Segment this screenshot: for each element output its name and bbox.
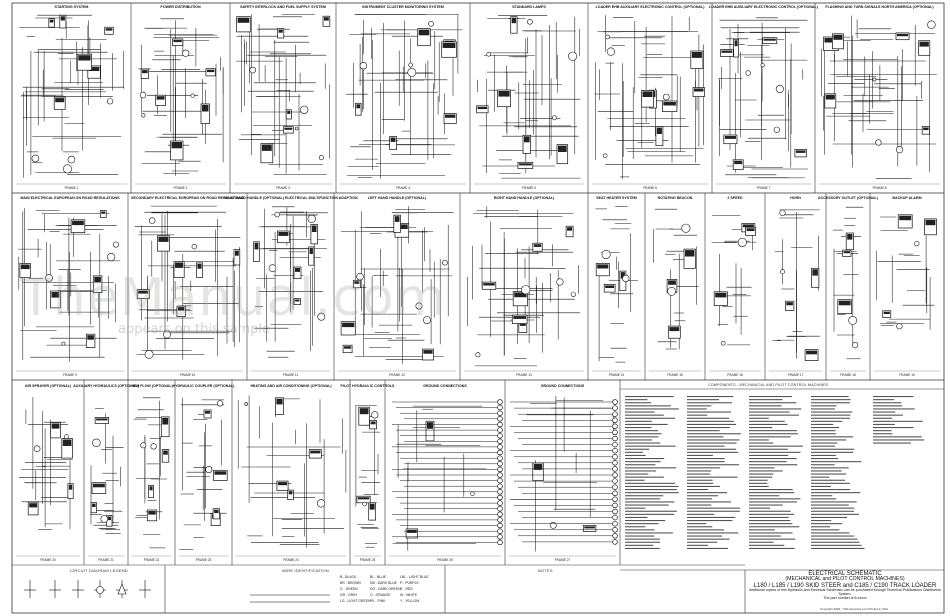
- mid-frame-title-3: RIGHT HAND HANDLE (OPTIONAL) ELECTRICAL …: [223, 196, 357, 200]
- wire-color-15: Y - YELLOW: [400, 599, 420, 603]
- wiring-drawings: [18, 14, 937, 552]
- frame-titles: STARTING SYSTEM FRAME 1 POWER DISTRIBUTION…: [16, 5, 940, 562]
- bot-frame-title-2: AUXILIARY HYDRAULICS (OPTIONAL): [73, 384, 139, 388]
- mid-frame-title-11: BACKUP ALARM: [892, 196, 921, 200]
- title-line-3: L180 / L185 / L190 SKID STEER and C185 /…: [753, 582, 937, 589]
- bot-frame-title-8: GROUND CONNECTIONS: [541, 384, 585, 388]
- bot-frame-label-3: FRAME 22: [144, 558, 160, 562]
- wire-color-9: R - RED: [400, 587, 413, 591]
- mid-frame-title-6: SEAT HEATER SYSTEM: [596, 196, 637, 200]
- wire-color-2: BL - BLUE: [370, 575, 387, 579]
- wire-id-title: WIRE IDENTIFICATION: [282, 568, 329, 573]
- circuit-legend-title: CIRCUIT DIAGRAM LEGEND: [70, 568, 128, 573]
- title-block: ELECTRICAL SCHEMATIC (MECHANICAL and PIL…: [746, 571, 944, 600]
- top-frame-title-6: LOADER EHB AUXILIARY ELECTRONIC CONTROL …: [596, 5, 706, 9]
- top-frame-title-3: SAFETY INTERLOCK AND FUEL SUPPLY SYSTEM: [240, 5, 326, 9]
- top-frame-label-5: FRAME 5: [522, 186, 536, 190]
- top-frame-label-2: FRAME 2: [174, 186, 188, 190]
- mid-frame-title-7: ROTATING BEACON: [658, 196, 693, 200]
- mid-frame-label-4: FRAME 12: [389, 373, 405, 377]
- top-frame-label-6: FRAME 6: [643, 186, 657, 190]
- components-title: COMPONENTS - MECHANICAL AND PILOT CONTRO…: [708, 383, 829, 387]
- mid-frame-title-2: SECONDARY ELECTRICAL EUROPEAN ON ROAD RE…: [131, 196, 244, 200]
- mid-frame-label-9: FRAME 17: [788, 373, 804, 377]
- bot-frame-title-1: AIR SPRAYER (OPTIONAL): [25, 384, 72, 388]
- mid-frame-title-8: 2 SPEED: [727, 196, 743, 200]
- mid-frame-title-9: HORN: [790, 196, 801, 200]
- mid-frame-label-10: FRAME 18: [840, 373, 856, 377]
- title-line-2: (MECHANICAL and PILOT CONTROL MACHINES): [785, 576, 905, 583]
- bot-frame-label-5: FRAME 24: [283, 558, 299, 562]
- top-frame-label-3: FRAME 3: [276, 186, 290, 190]
- title-line-1: ELECTRICAL SCHEMATIC: [808, 571, 882, 577]
- bot-frame-label-2: FRAME 21: [98, 558, 114, 562]
- title-line-5: The part number is 6-xxxxx: [823, 595, 867, 600]
- copyright: Copyright 2002 - CNH America LLC Printed…: [820, 607, 889, 611]
- bot-frame-title-5: HEATING AND AIR CONDITIONING (OPTIONAL): [250, 384, 332, 388]
- bot-frame-label-6: FRAME 25: [360, 558, 376, 562]
- mid-frame-title-5: RIGHT HAND HANDLE (OPTIONAL): [494, 196, 555, 200]
- title-line-4: Additional copies of this Hydraulic and …: [748, 588, 942, 596]
- wire-color-7: G - GREEN: [340, 587, 358, 591]
- top-frame-title-5: STANDARD LAMPS: [512, 5, 546, 9]
- wire-color-12: W - WHITE: [400, 593, 418, 597]
- mid-frame-label-8: FRAME 16: [727, 373, 743, 377]
- wire-color-8: DG - DARK GREEN: [370, 587, 401, 591]
- legend-symbols: B - BLACK BL - BLUE LBL - LIGHT BLUE BR - B…: [24, 575, 429, 603]
- top-frame-title-2: POWER DISTRIBUTION: [160, 5, 201, 9]
- notes-title: NOTES: [538, 568, 553, 573]
- wire-color-10: GR - GRAY: [340, 593, 358, 597]
- mid-frame-label-6: FRAME 14: [609, 373, 625, 377]
- top-frame-title-8: FLASHING AND TURN SIGNALS NORTH AMERICA …: [825, 5, 934, 9]
- mid-frame-label-7: FRAME 15: [667, 373, 683, 377]
- top-frame-title-7: LOADER EHB AUXILIARY ELECTRONIC CONTROL …: [709, 5, 819, 9]
- wire-color-6: P - PURPLE: [400, 581, 420, 585]
- components-table: [620, 388, 944, 549]
- wire-color-14: PK - PINK: [370, 599, 386, 603]
- mid-frame-label-3: FRAME 11: [283, 373, 299, 377]
- mid-frame-title-4: LEFT HAND HANDLE (OPTIONAL): [368, 196, 427, 200]
- bot-frame-label-7: FRAME 26: [437, 558, 453, 562]
- top-frame-label-4: FRAME 4: [396, 186, 410, 190]
- wire-color-11: O - ORANGE: [370, 593, 391, 597]
- top-frame-label-1: FRAME 1: [65, 186, 79, 190]
- wire-color-13: LG - LIGHT GREEN: [340, 599, 371, 603]
- bot-frame-title-7: GROUND CONNECTIONS: [423, 384, 467, 388]
- top-frame-label-7: FRAME 7: [757, 186, 771, 190]
- mid-frame-label-1: FRAME 9: [63, 373, 77, 377]
- bot-frame-title-4: HYDRAULIC COUPLER (OPTIONAL): [173, 384, 235, 388]
- wire-color-1: B - BLACK: [340, 575, 357, 579]
- mid-frame-label-11: FRAME 19: [899, 373, 915, 377]
- sheet-border: [11, 2, 945, 614]
- wire-color-5: DB - DARK BLUE: [370, 581, 398, 585]
- mid-frame-title-10: ACCESSORY OUTLET (OPTIONAL): [818, 196, 879, 200]
- bot-frame-label-1: FRAME 20: [40, 558, 56, 562]
- top-frame-label-8: FRAME 8: [873, 186, 887, 190]
- wire-color-3: LBL - LIGHT BLUE: [400, 575, 429, 579]
- top-frame-title-1: STARTING SYSTEM: [55, 5, 89, 9]
- bot-frame-title-6: PILOT HYDRAULIC CONTROLS: [341, 384, 396, 388]
- wire-color-4: BR - BROWN: [340, 581, 361, 585]
- bot-frame-label-8: FRAME 27: [555, 558, 571, 562]
- bot-frame-title-3: HIGH FLOW (OPTIONAL): [130, 384, 173, 388]
- bot-frame-label-4: FRAME 23: [196, 558, 212, 562]
- mid-frame-label-5: FRAME 13: [516, 373, 532, 377]
- mid-frame-label-2: FRAME 10: [180, 373, 196, 377]
- top-frame-title-4: INSTRUMENT CLUSTER MONITORING SYSTEM: [362, 5, 444, 9]
- mid-frame-title-1: MAIN ELECTRICAL EUROPEAN ON ROAD REGULAT…: [20, 196, 120, 200]
